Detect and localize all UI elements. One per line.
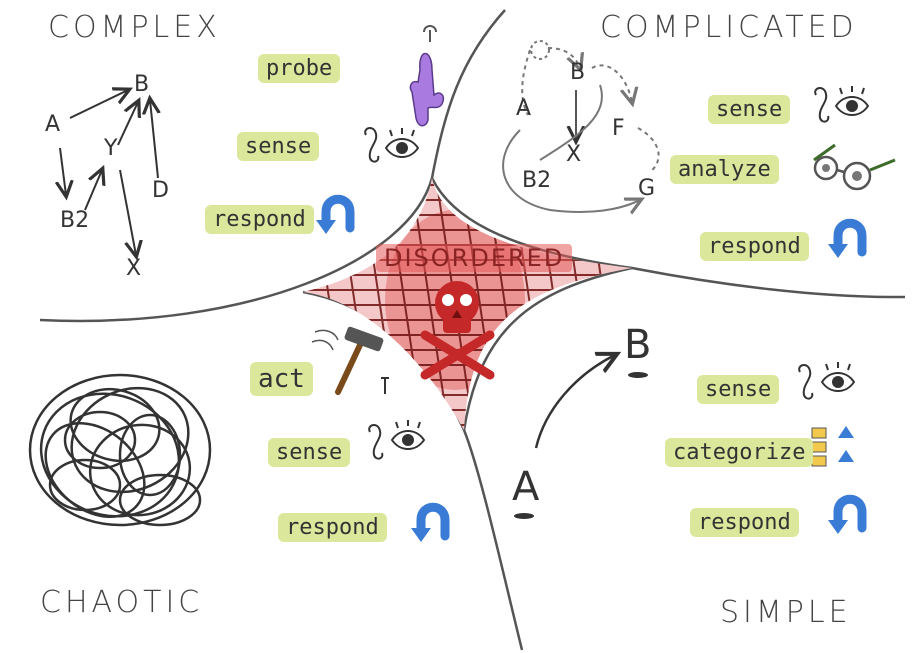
complicated-node-f: F <box>612 116 625 141</box>
complicated-node-a: A <box>516 96 531 121</box>
finger-pointing-icon <box>410 26 443 126</box>
category-boxes-icon <box>812 426 854 466</box>
simple-step-respond: respond <box>690 508 799 537</box>
complex-node-b: B <box>134 72 149 97</box>
complicated-node-x: X <box>566 142 581 167</box>
complicated-node-b: B <box>570 60 585 85</box>
complex-node-b2: B2 <box>60 208 89 233</box>
complex-node-x: X <box>126 256 141 281</box>
complicated-node-g: G <box>638 176 655 201</box>
sense-icons-complex <box>365 128 418 162</box>
complex-step-sense: sense <box>237 132 319 161</box>
chaotic-step-sense: sense <box>268 438 350 467</box>
complex-step-probe: probe <box>258 54 340 83</box>
glasses-icon <box>814 145 895 189</box>
complicated-title: COMPLICATED <box>600 10 858 45</box>
hammer-icon <box>312 326 389 394</box>
sense-icons-simple <box>799 362 854 399</box>
complicated-step-respond: respond <box>700 232 809 261</box>
simple-node-a: A <box>512 464 539 510</box>
complicated-step-analyze: analyze <box>670 155 779 184</box>
complex-node-y: Y <box>104 136 117 161</box>
chaotic-title: CHAOTIC <box>40 585 203 620</box>
complicated-node-b2: B2 <box>522 168 551 193</box>
simple-step-sense: sense <box>697 375 779 404</box>
complex-title: COMPLEX <box>48 10 221 45</box>
sense-icons-complicated <box>815 86 868 122</box>
scribble-icon <box>24 369 210 536</box>
simple-step-categorize: categorize <box>665 438 813 467</box>
complicated-step-sense: sense <box>708 95 790 124</box>
chaotic-step-respond: respond <box>278 513 387 542</box>
sense-icons-chaotic <box>369 420 424 459</box>
complex-node-a: A <box>45 112 60 137</box>
simple-title: SIMPLE <box>720 595 852 630</box>
simple-arrow <box>536 355 615 448</box>
disordered-label: DISORDERED <box>376 244 572 272</box>
chaotic-step-act: act <box>250 362 313 396</box>
simple-node-b: B <box>624 322 651 368</box>
complex-node-d: D <box>152 178 169 203</box>
complex-step-respond: respond <box>205 205 314 234</box>
